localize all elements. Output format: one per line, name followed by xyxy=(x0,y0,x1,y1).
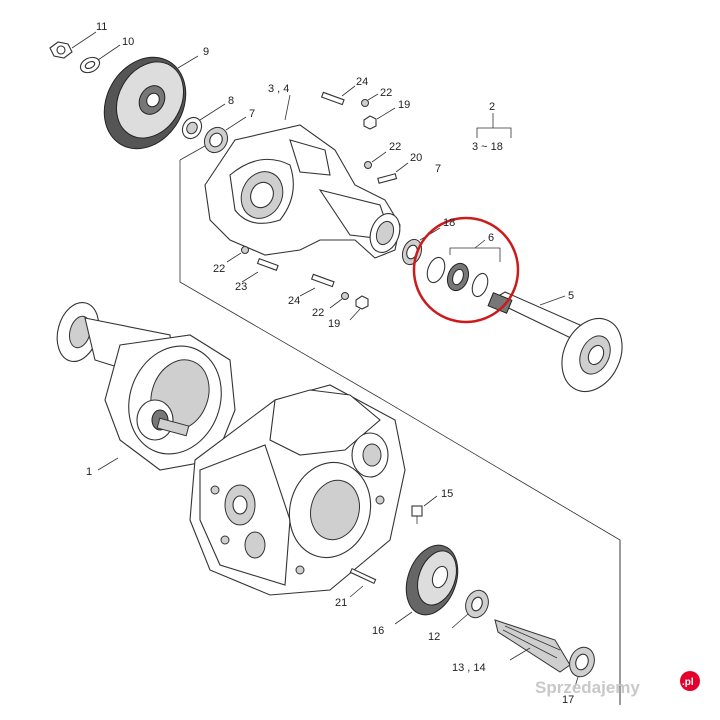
callout-24-bottom: 24 xyxy=(288,295,300,307)
callout-3-to-18: 3 ~ 18 xyxy=(472,141,503,153)
part-20-bolt xyxy=(377,162,409,184)
part-24-pin-bottom xyxy=(299,273,335,297)
callout-21: 21 xyxy=(335,597,347,609)
part-24-pin-top xyxy=(320,85,356,106)
part-22-washer-mid xyxy=(364,151,387,169)
part-10-washer xyxy=(79,44,121,74)
callout-22-top: 22 xyxy=(380,87,392,99)
callout-15: 15 xyxy=(441,488,453,500)
callout-11: 11 xyxy=(96,21,107,33)
watermark-badge-icon xyxy=(680,671,700,691)
callout-2: 2 xyxy=(489,101,495,113)
watermark-suffix: .pl xyxy=(682,677,694,688)
callout-5: 5 xyxy=(568,290,574,302)
callout-19-bottom: 19 xyxy=(328,318,340,330)
callout-16: 16 xyxy=(372,625,384,637)
part-18-seal xyxy=(401,227,441,266)
part-15-bolt xyxy=(411,495,438,524)
callout-9: 9 xyxy=(203,46,209,58)
part-6-bearing-kit xyxy=(426,239,501,298)
callout-20: 20 xyxy=(410,152,422,164)
part-3-4-axle-housing xyxy=(204,94,401,259)
callout-12: 12 xyxy=(428,631,440,643)
callout-19-top: 19 xyxy=(398,99,410,111)
part-13-14-pinion-shaft xyxy=(494,619,571,673)
callout-13-14: 13 , 14 xyxy=(452,662,486,674)
callout-24-top: 24 xyxy=(356,76,368,88)
part-7-bearing-top xyxy=(203,116,247,154)
watermark: Sprzedajemy .pl xyxy=(535,671,700,697)
callout-6: 6 xyxy=(488,232,494,244)
part-17-bearing xyxy=(569,646,595,691)
watermark-text: Sprzedajemy xyxy=(535,678,640,697)
part-16-bevel-gear xyxy=(394,544,459,625)
callout-8: 8 xyxy=(228,95,234,107)
part-5-axle-shaft xyxy=(487,291,623,392)
callout-22-bottom: 22 xyxy=(312,307,324,319)
part-1-left-axle-assembly xyxy=(56,302,236,471)
callout-17: 17 xyxy=(562,694,574,706)
part-21-pin xyxy=(349,567,377,598)
callout-22-left: 22 xyxy=(213,263,225,275)
part-11-nut xyxy=(49,31,97,59)
callout-23: 23 xyxy=(235,281,247,293)
part-12-bearing xyxy=(451,589,489,629)
part-22-washer-left xyxy=(226,246,249,263)
part-8-seal xyxy=(181,103,226,140)
callout-10: 10 xyxy=(122,36,134,48)
part-22-washer-top xyxy=(361,93,379,107)
callout-1: 1 xyxy=(86,466,92,478)
callout-7-right: 7 xyxy=(435,163,441,175)
part-22-washer-bottom xyxy=(329,292,349,309)
part-19-nut-bottom xyxy=(349,295,369,321)
callout-22-mid: 22 xyxy=(389,141,401,153)
part-19-nut-top xyxy=(363,107,396,130)
part-2-bracket xyxy=(476,113,512,138)
callout-3-4: 3 , 4 xyxy=(268,83,289,95)
callout-7-top: 7 xyxy=(249,108,255,120)
part-9-gear xyxy=(103,55,199,150)
main-transmission-case xyxy=(189,384,406,596)
highlight-circle xyxy=(412,216,520,324)
callout-labels: 11 10 9 3 , 4 24 22 19 8 7 22 20 7 2 3 ~… xyxy=(86,21,574,706)
callout-18: 18 xyxy=(443,217,455,229)
part-23-bolt xyxy=(241,257,279,283)
